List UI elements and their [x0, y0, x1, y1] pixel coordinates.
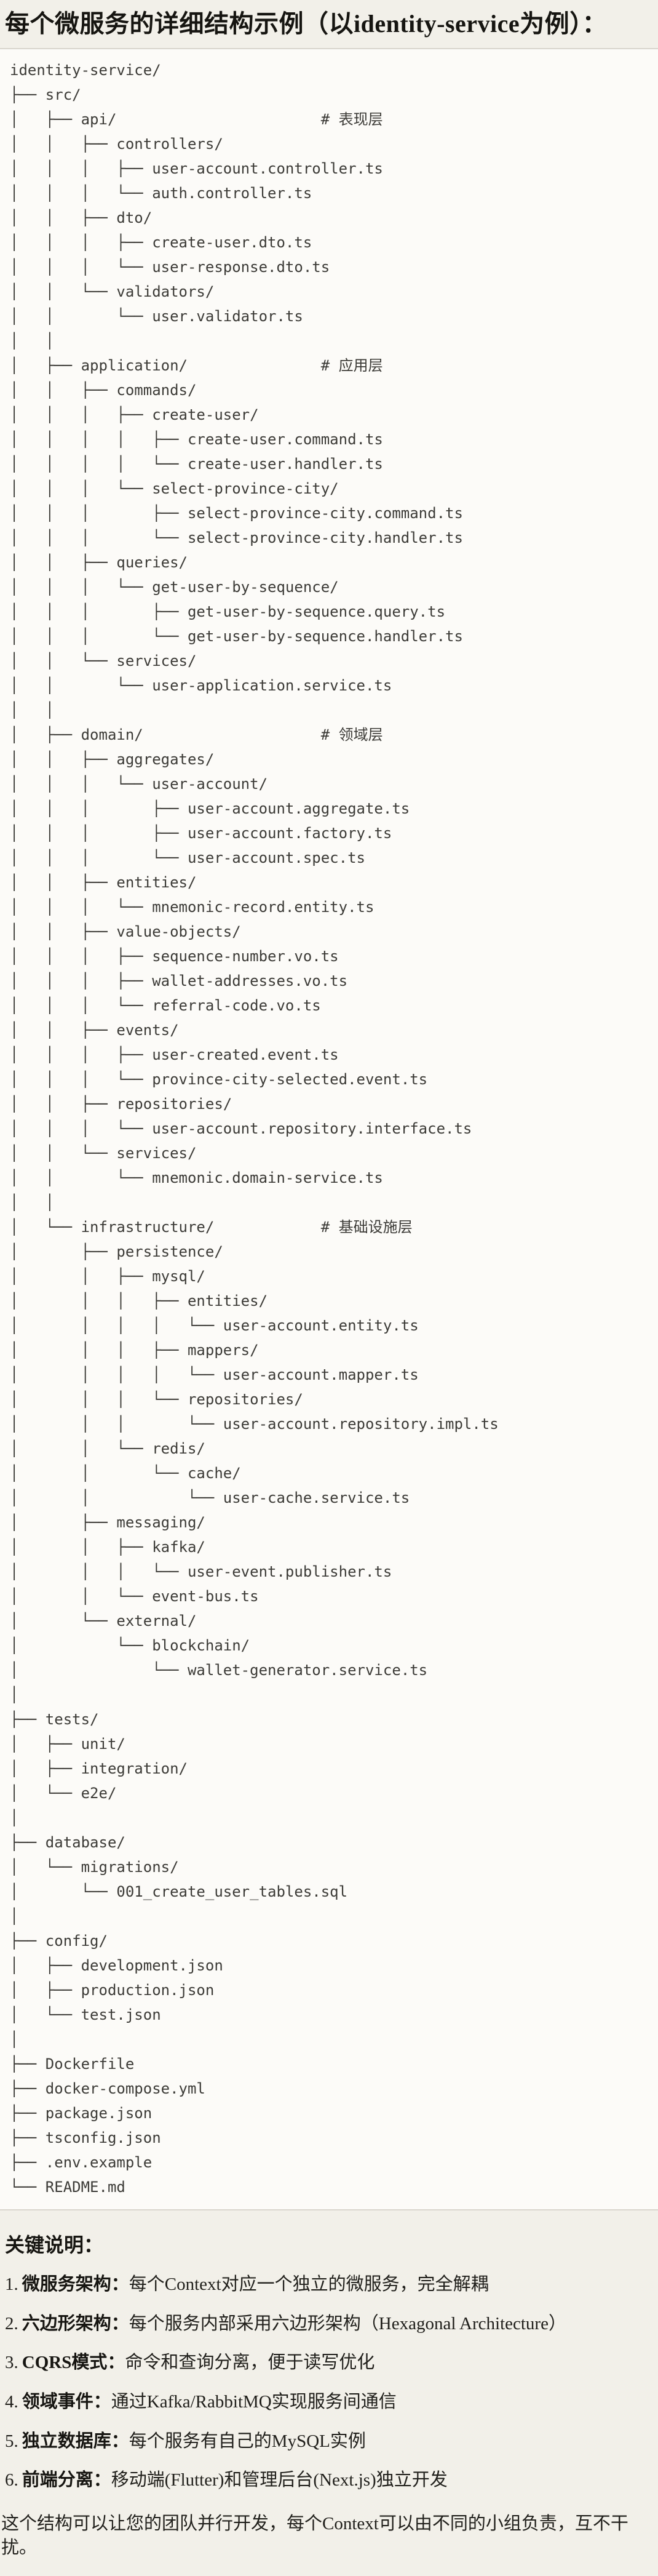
note-separator: ： — [93, 2470, 111, 2490]
note-text: 移动端(Flutter)和管理后台(Next.js)独立开发 — [111, 2470, 448, 2490]
note-number: 3. — [5, 2353, 18, 2373]
notes-heading: 关键说明： — [5, 2234, 104, 2256]
note-label: CQRS模式 — [22, 2353, 108, 2373]
note-item: 1.微服务架构：每个Context对应一个独立的微服务，完全解耦 — [5, 2273, 652, 2297]
closing-paragraph: 这个结构可以让您的团队并行开发，每个Context可以由不同的小组负责，互不干扰… — [1, 2514, 628, 2558]
note-label: 领域事件 — [22, 2392, 93, 2412]
note-label: 前端分离 — [22, 2470, 93, 2490]
note-number: 6. — [5, 2470, 18, 2490]
note-separator: ： — [111, 2431, 129, 2451]
note-text: 命令和查询分离，便于读写优化 — [125, 2353, 375, 2373]
note-separator: ： — [111, 2274, 129, 2294]
note-item: 3.CQRS模式：命令和查询分离，便于读写优化 — [5, 2351, 652, 2375]
note-number: 1. — [5, 2274, 18, 2294]
note-number: 2. — [5, 2313, 18, 2334]
note-text: 每个服务内部采用六边形架构（Hexagonal Architecture） — [129, 2313, 566, 2334]
note-number: 4. — [5, 2392, 18, 2412]
note-text: 每个服务有自己的MySQL实例 — [129, 2431, 366, 2451]
note-separator: ： — [93, 2392, 111, 2412]
note-label: 独立数据库 — [22, 2431, 111, 2451]
note-item: 5.独立数据库：每个服务有自己的MySQL实例 — [5, 2430, 652, 2454]
note-label: 微服务架构 — [22, 2274, 111, 2294]
note-text: 每个Context对应一个独立的微服务，完全解耦 — [129, 2274, 489, 2294]
page-title: 每个微服务的详细结构示例（以identity-service为例）： — [5, 10, 608, 38]
note-item: 6.前端分离：移动端(Flutter)和管理后台(Next.js)独立开发 — [5, 2469, 652, 2492]
note-item: 4.领域事件：通过Kafka/RabbitMQ实现服务间通信 — [5, 2391, 652, 2414]
note-separator: ： — [107, 2353, 125, 2373]
directory-tree-code-block: identity-service/ ├── src/ │ ├── api/ # … — [0, 48, 658, 2210]
note-label: 六边形架构 — [22, 2313, 111, 2334]
note-separator: ： — [111, 2313, 129, 2334]
note-item: 2.六边形架构：每个服务内部采用六边形架构（Hexagonal Architec… — [5, 2313, 652, 2336]
note-text: 通过Kafka/RabbitMQ实现服务间通信 — [111, 2392, 397, 2412]
note-number: 5. — [5, 2431, 18, 2451]
